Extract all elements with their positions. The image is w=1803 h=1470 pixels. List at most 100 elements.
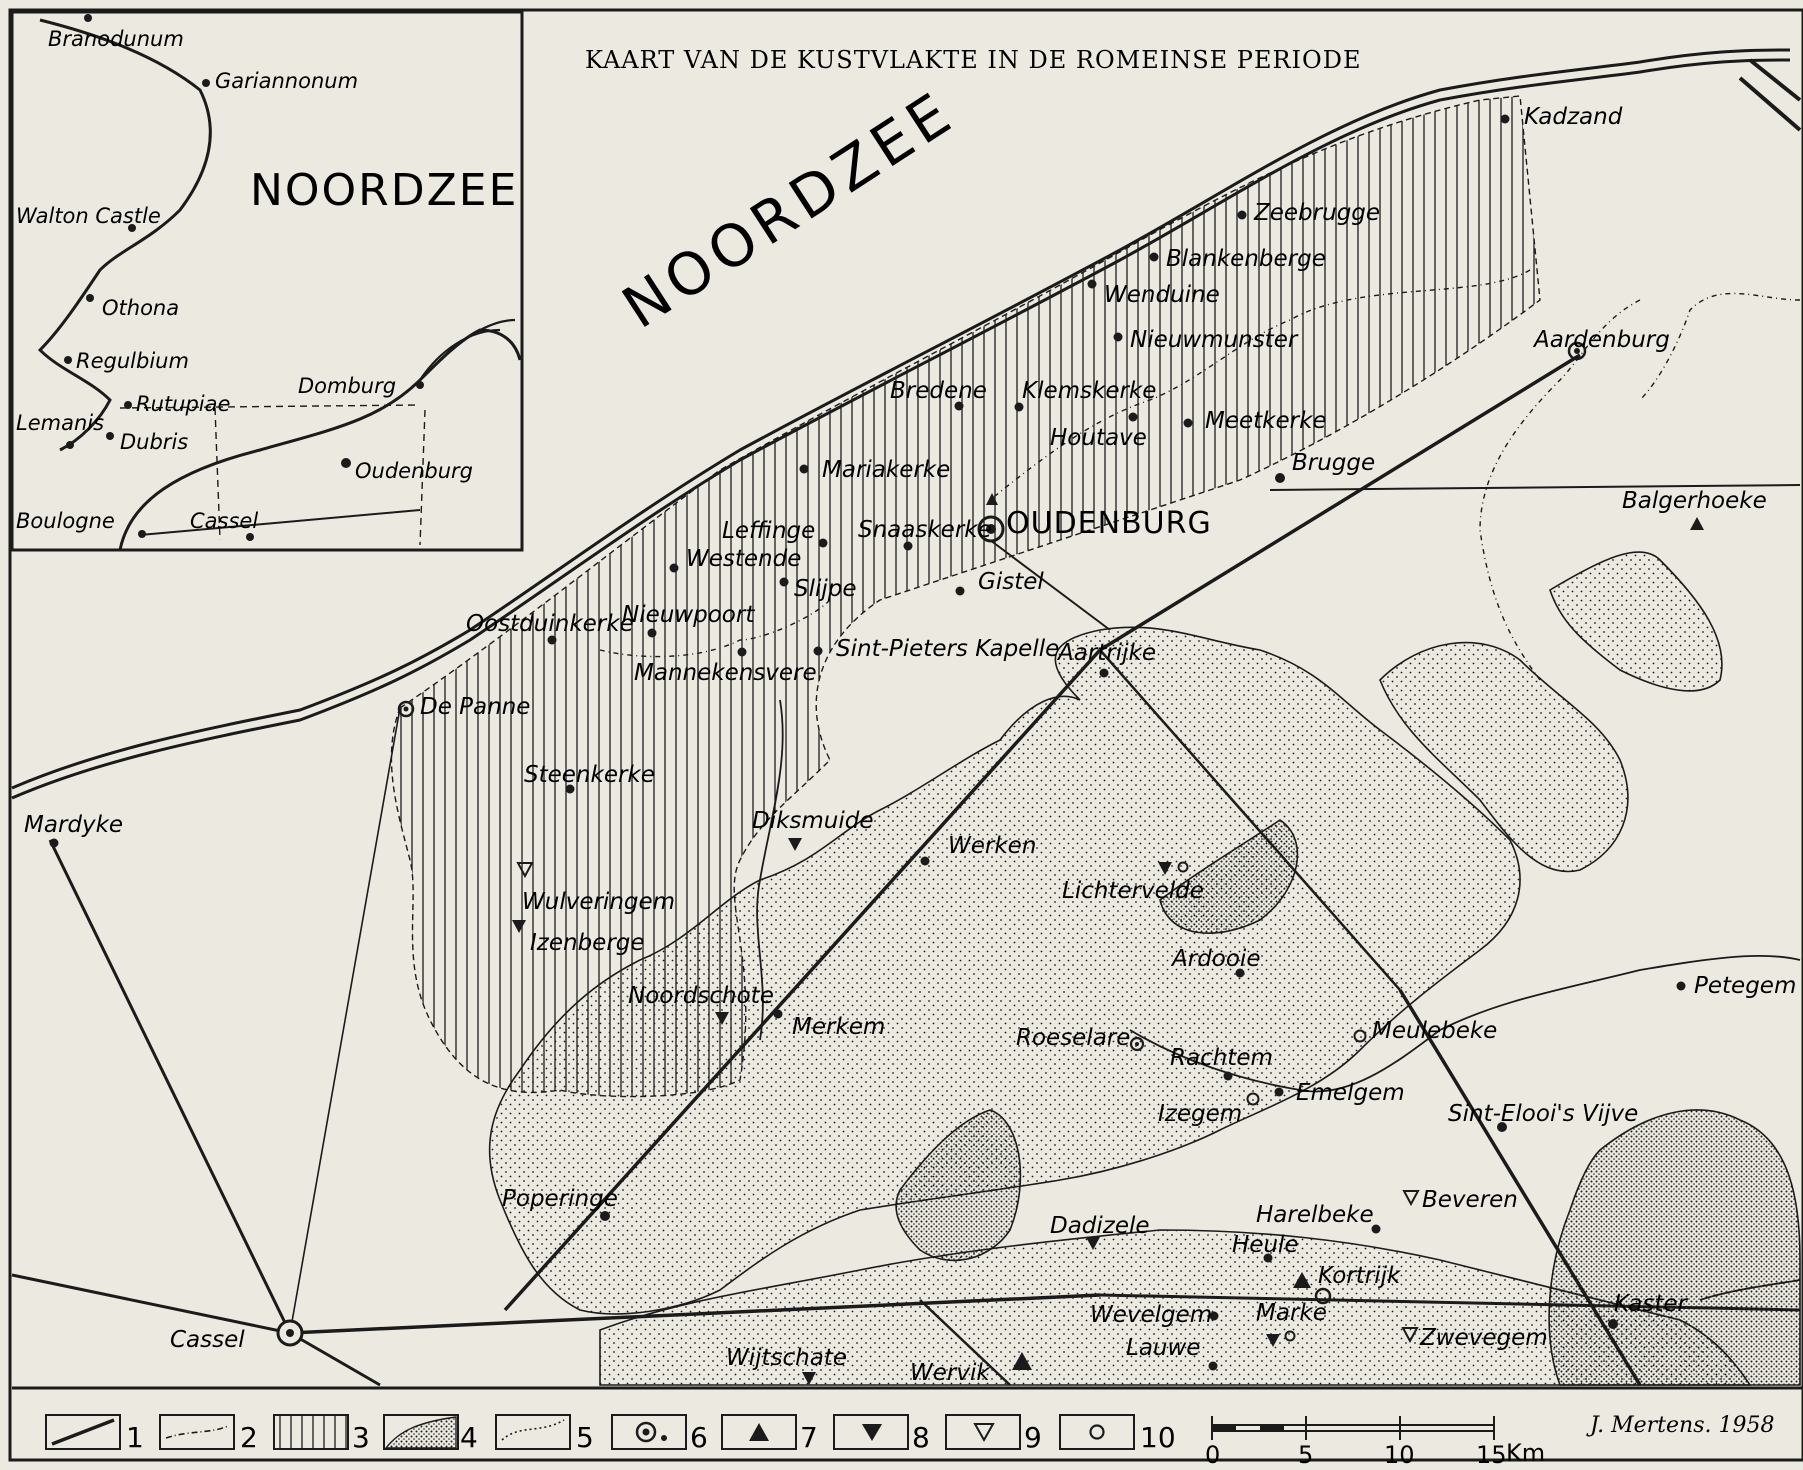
legend-num: 8 [912,1421,930,1454]
inset-label: Rutupiae [136,392,230,416]
place-symbol [1235,968,1245,978]
place-label: Wulveringem [522,889,675,915]
place-label: Heule [1232,1232,1299,1258]
inset-map [10,10,524,552]
legend-item-2: 2 [159,1414,258,1454]
place-label: Merkem [792,1014,885,1040]
place-symbol [1401,1327,1419,1344]
place-symbol [920,856,930,866]
place-symbol [903,541,913,551]
place-label: Bredene [890,378,987,404]
place-symbol [1293,1272,1311,1288]
inset-label: Boulogne [16,509,115,533]
scale-tick: 0 [1205,1441,1220,1469]
place-symbol [1246,1092,1260,1106]
place-label: Mardyke [24,812,123,838]
place-symbol [818,538,828,548]
stipple-area-east [1379,641,1629,873]
triangle-down-open-icon [973,1423,995,1443]
place-label: Sint-Elooi's Vijve [1448,1101,1638,1127]
inset-label: Cassel [190,509,258,533]
inset-sea-label: NOORDZEE [250,165,518,216]
place-label: Marke [1256,1300,1327,1326]
legend-num: 9 [1024,1421,1042,1454]
inset-label: Lemanis [16,411,104,435]
place-label: Lauwe [1126,1335,1200,1361]
legend-num: 3 [352,1421,370,1454]
place-label: Izegem [1158,1101,1242,1127]
scale-bar: 0 5 10 15 Km [1205,1416,1545,1469]
place-label: Nieuwmunster [1130,327,1299,353]
place-symbol [1497,1122,1507,1132]
inset-label: Regulbium [76,349,189,373]
map-frame [8,8,1803,1462]
inset-labels: Branodunum Gariannonum Walton Castle Oth… [16,14,473,541]
place-symbol [1086,1237,1100,1250]
place-label: Snaaskerke [858,517,992,543]
place-symbol [1209,1311,1219,1321]
scale-tick: 15 [1476,1441,1507,1469]
place-label: Zwevegem [1419,1325,1548,1351]
place-label: Wenduine [1104,282,1220,308]
vertical-hatch-icon [273,1414,349,1450]
estuary [1738,58,1802,132]
triangle-down-filled-icon [862,1424,882,1441]
dotted-boundary-icon [501,1419,565,1441]
stipple-area-central [488,626,1521,1315]
inset-label: Domburg [298,374,396,398]
place-symbol [1014,402,1024,412]
coastline-inner [11,48,1791,790]
place-symbol [813,646,823,656]
place-symbol [1129,1036,1145,1052]
inset-label: Oudenburg [355,459,473,483]
rivers [756,699,1801,1301]
place-symbol [1183,418,1193,428]
stipple-area-icon [384,1416,457,1449]
place-symbol [1500,114,1510,124]
place-label: De Panne [420,694,530,720]
place-symbol [799,464,809,474]
stipple-dense-central [895,1109,1022,1262]
legend-item-3: 3 [273,1414,370,1454]
place-symbol [1149,252,1159,262]
place-symbol [516,862,534,879]
place-symbol [954,401,964,411]
scale-tick: 10 [1384,1441,1415,1469]
roman-roads [11,353,1801,1387]
place-label: Klemskerke [1022,378,1156,404]
place-label: OUDENBURG [1006,506,1212,541]
scale-unit: Km [1506,1439,1545,1467]
inset-label: Walton Castle [16,204,161,228]
stipple-area-northeast [1549,551,1723,692]
place-label: Wijtschate [726,1345,847,1371]
place-symbol [1274,1087,1284,1097]
place-symbol [565,784,575,794]
place-label: Kaster [1614,1291,1689,1317]
place-symbol [1608,1319,1618,1329]
place-label: Wervik [910,1360,991,1386]
legend-item-7: 7 [721,1414,818,1454]
place-label: Balgerhoeke [1622,488,1767,514]
place-label: Aartrijke [1056,640,1156,666]
legend-item-8: 8 [833,1414,930,1454]
place-symbol [600,1211,610,1221]
place-label: Westende [686,546,801,572]
place-label: Harelbeke [1256,1202,1374,1228]
place-symbol [547,635,557,645]
place-label: Aardenburg [1532,327,1670,353]
place-label: Emelgem [1296,1080,1405,1106]
place-symbol [1353,1029,1367,1043]
place-label: Mannekensvere [634,660,817,686]
legend-item-10: 10 [1059,1414,1176,1454]
legend-num: 7 [800,1421,818,1454]
place-label: Sint-Pieters Kapelle [836,636,1059,662]
legend-num: 2 [240,1421,258,1454]
scale-tick: 5 [1298,1441,1313,1469]
place-symbol [1263,1253,1273,1263]
place-symbol [1676,981,1686,991]
place-label: Zeebrugge [1253,200,1380,226]
legend-item-9: 9 [945,1414,1042,1454]
place-label: Roeselare [1016,1025,1130,1051]
place-label: Blankenberge [1166,246,1326,272]
place-symbol [1113,332,1123,342]
